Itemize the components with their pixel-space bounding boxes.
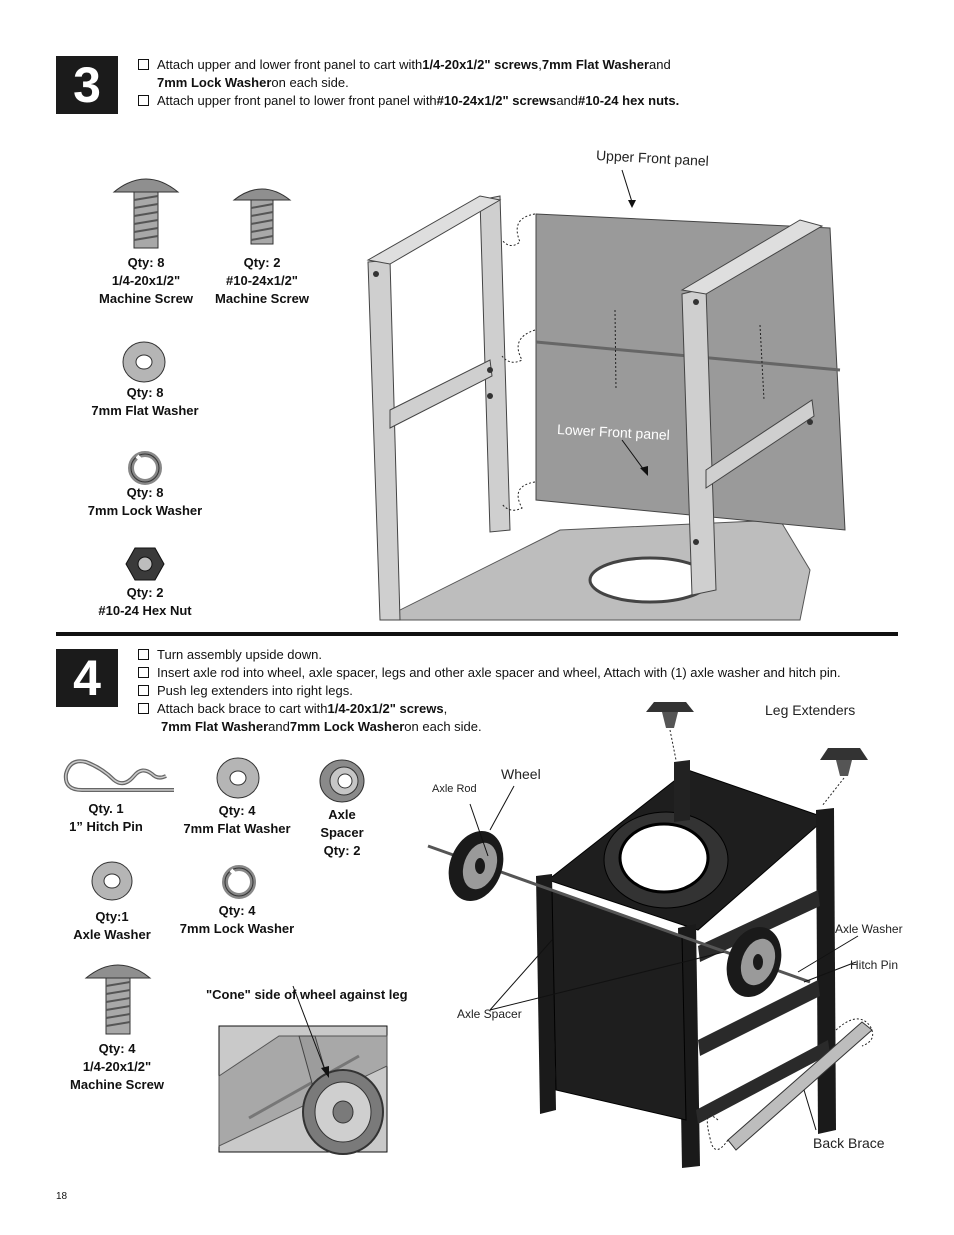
part-label: Qty: 2#10-24 Hex Nut [98,585,192,618]
leg-extender-icon [646,702,694,728]
checkbox[interactable] [138,95,149,106]
upper-front-panel-callout: Upper Front panel [595,147,710,169]
step-4-instructions: Turn assembly upside down. Insert axle r… [138,646,841,736]
front-panel-assembly-illustration [366,169,846,621]
axle-washer-callout: Axle Washer [835,922,903,936]
instruction-line: 7mm Flat Washer and 7mm Lock Washer on e… [161,719,482,734]
wheel-icon [448,831,504,901]
instruction-line: Attach upper front panel to lower front … [138,92,679,110]
cart-upside-down-illustration [427,702,874,1168]
hitch-pin-callout: Hitch Pin [850,958,899,972]
wheel-cone-detail-illustration [218,985,388,1155]
instruction-line: Insert axle rod into wheel, axle spacer,… [138,664,841,682]
wheel-callout: Wheel [501,766,541,782]
wheel-icon [726,927,782,997]
checkbox[interactable] [138,59,149,70]
lock-washer-icon [222,865,256,899]
instruction-line: Push leg extenders into right legs. [138,682,841,700]
machine-screw-icon [84,964,152,1035]
step-3-instructions: Attach upper and lower front panel to ca… [138,56,679,110]
axle-washer-icon [91,861,133,901]
page-number: 18 [56,1191,68,1202]
step-3-number: 3 [56,56,118,114]
section-divider [56,632,898,636]
instruction-line: 7mm Lock Washer on each side. [157,75,349,90]
lock-washer-icon [128,451,162,485]
hex-nut-icon [125,547,165,581]
instruction-line: Attach back brace to cart with 1/4-20x1/… [138,700,841,718]
axle-spacer-icon [319,759,365,803]
axle-rod-callout: Axle Rod [432,783,477,795]
checkbox[interactable] [138,703,149,714]
machine-screw-icon [112,178,180,249]
flat-washer-icon [122,341,166,383]
hitch-pin-icon [63,759,174,792]
back-brace-callout: Back Brace [813,1135,885,1151]
step-4-number: 4 [56,649,118,707]
leg-extenders-callout: Leg Extenders [765,702,856,718]
flat-washer-icon [216,757,260,799]
inset-caption: "Cone" side of wheel against leg [206,987,408,1002]
axle-spacer-callout: Axle Spacer [457,1007,522,1021]
instruction-line: Turn assembly upside down. [138,646,841,664]
machine-screw-icon [232,188,292,245]
checkbox[interactable] [138,685,149,696]
part-label: Qty: 2#10-24x1/2"Machine Screw [215,255,309,306]
leg-extender-icon [820,748,868,776]
checkbox[interactable] [138,667,149,678]
instruction-line: Attach upper and lower front panel to ca… [138,56,679,74]
checkbox[interactable] [138,649,149,660]
